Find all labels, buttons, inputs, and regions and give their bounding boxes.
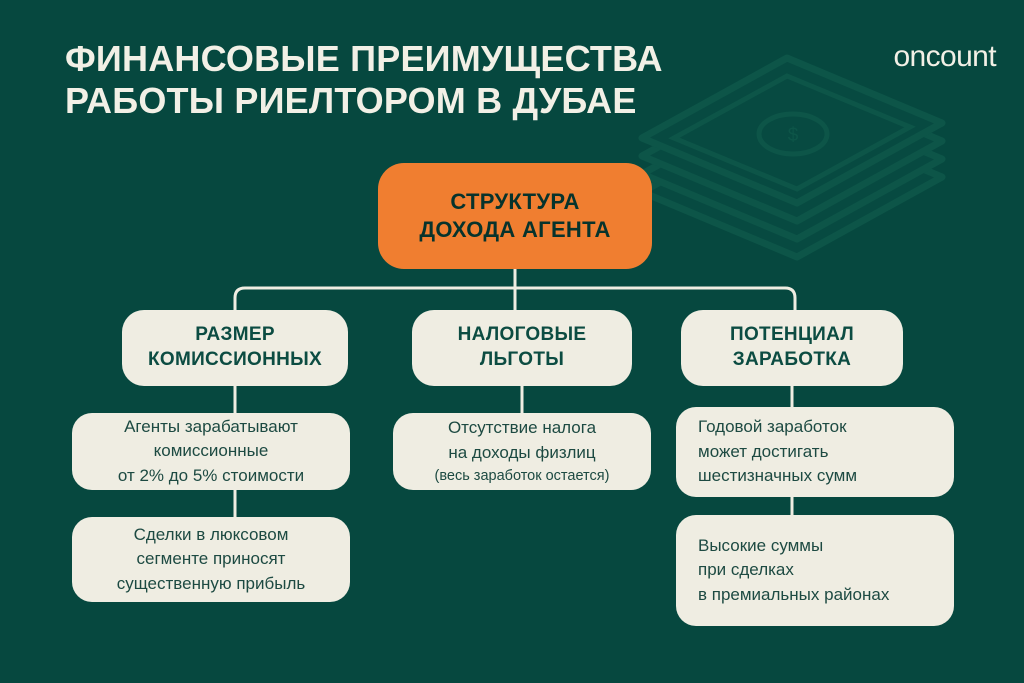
brand-logo: oncount — [893, 40, 996, 73]
detail-line-3: существенную прибыль — [116, 573, 306, 593]
branch-header-line-2: ЛЬГОТЫ — [479, 349, 565, 370]
detail-line-2: при сделках — [698, 560, 794, 580]
detail-card[interactable]: Годовой заработок может достигать шестиз… — [676, 407, 954, 497]
root-line-1: СТРУКТУРА — [450, 188, 580, 214]
detail-line-2: комиссионные — [153, 441, 269, 461]
detail-line-3: шестизначных сумм — [698, 466, 858, 486]
root-line-2: ДОХОДА АГЕНТА — [419, 217, 611, 242]
branch-header-line-1: РАЗМЕР — [195, 324, 275, 346]
detail-line-3: от 2% до 5% стоимости — [117, 465, 305, 485]
branch-header-line-2: КОМИССИОННЫХ — [147, 349, 323, 370]
page-title: ФИНАНСОВЫЕ ПРЕИМУЩЕСТВА РАБОТЫ РИЕЛТОРОМ… — [65, 38, 765, 122]
title-line-2: РАБОТЫ РИЕЛТОРОМ В ДУБАЕ — [65, 80, 637, 122]
detail-line-1: Отсутствие налога — [447, 418, 597, 438]
branch-header-tax[interactable]: НАЛОГОВЫЕ ЛЬГОТЫ — [412, 310, 632, 386]
detail-card[interactable]: Отсутствие налога на доходы физлиц (весь… — [393, 413, 651, 490]
detail-line-2: на доходы физлиц — [448, 442, 596, 462]
branch-header-earnings[interactable]: ПОТЕНЦИАЛ ЗАРАБОТКА — [681, 310, 903, 386]
detail-card[interactable]: Агенты зарабатывают комиссионные от 2% д… — [72, 413, 350, 490]
detail-line-1: Сделки в люксовом — [133, 524, 289, 544]
detail-line-3: (весь заработок остается) — [434, 467, 610, 484]
detail-card[interactable]: Сделки в люксовом сегменте приносят суще… — [72, 517, 350, 602]
detail-line-3: в премиальных районах — [698, 584, 890, 604]
detail-line-1: Высокие суммы — [698, 535, 824, 555]
detail-line-2: сегменте приносят — [136, 549, 286, 569]
detail-line-1: Агенты зарабатывают — [124, 416, 298, 436]
branch-header-commission[interactable]: РАЗМЕР КОМИССИОННЫХ — [122, 310, 348, 386]
detail-card[interactable]: Высокие суммы при сделках в премиальных … — [676, 515, 954, 626]
detail-line-1: Годовой заработок — [698, 417, 847, 437]
root-node[interactable]: СТРУКТУРА ДОХОДА АГЕНТА — [378, 163, 652, 269]
branch-header-line-2: ЗАРАБОТКА — [732, 349, 852, 370]
branch-header-line-1: НАЛОГОВЫЕ — [457, 324, 587, 346]
title-line-1: ФИНАНСОВЫЕ ПРЕИМУЩЕСТВА — [65, 38, 663, 79]
branch-header-line-1: ПОТЕНЦИАЛ — [730, 324, 854, 346]
detail-line-2: может достигать — [698, 441, 829, 461]
svg-text:$: $ — [788, 125, 799, 146]
